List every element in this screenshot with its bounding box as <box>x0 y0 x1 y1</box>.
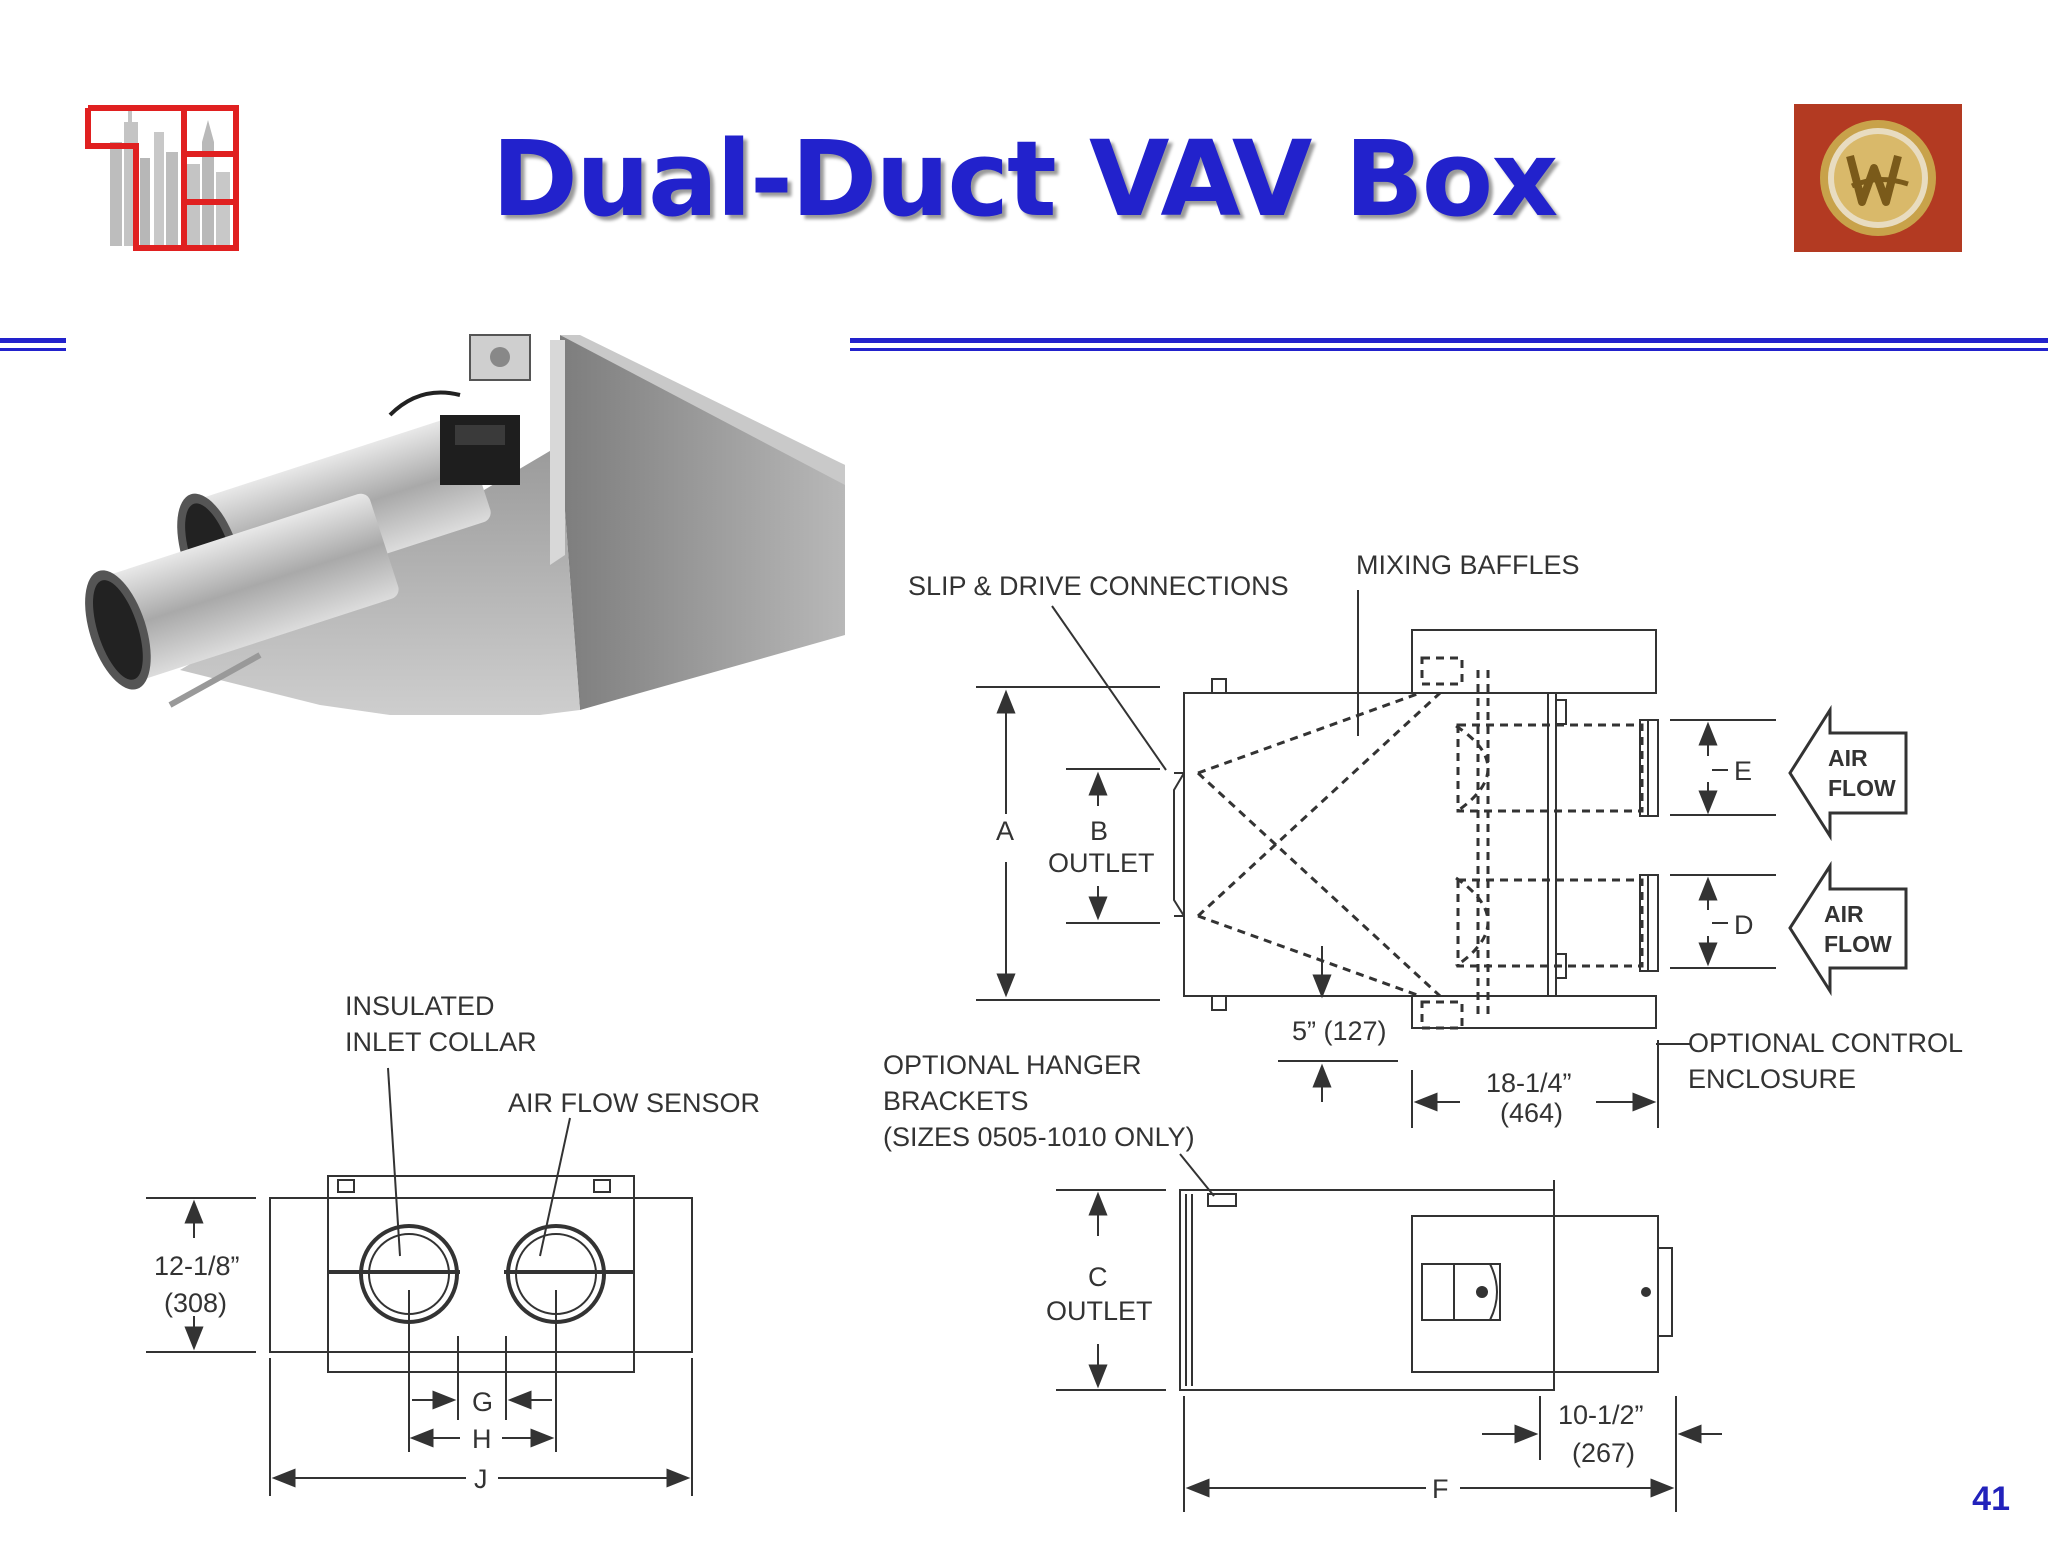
slide-title: Dual-Duct VAV Box <box>491 118 1559 240</box>
hanger-brackets-line2: BRACKETS <box>883 1086 1029 1116</box>
dim-f-label: F <box>1432 1474 1449 1504</box>
hanger-brackets-line1: OPTIONAL HANGER <box>883 1050 1142 1080</box>
insulated-collar-line2: INLET COLLAR <box>345 1027 537 1057</box>
side-view <box>1056 1153 1722 1512</box>
dim-5-label: 5” (127) <box>1292 1016 1387 1046</box>
mixing-baffles-label: MIXING BAFFLES <box>1356 550 1580 580</box>
dim-d-label: D <box>1734 910 1754 940</box>
plan-view <box>976 590 1908 1128</box>
plan-view-labels: MIXING BAFFLES SLIP & DRIVE CONNECTIONS … <box>908 550 1963 1128</box>
hanger-brackets-line3: (SIZES 0505-1010 ONLY) <box>883 1122 1195 1152</box>
page-number: 41 <box>1972 1480 2010 1518</box>
end-height-in: 12-1/8” <box>154 1251 240 1281</box>
side-view-labels: OPTIONAL HANGER BRACKETS (SIZES 0505-101… <box>883 1050 1644 1504</box>
slip-drive-label: SLIP & DRIVE CONNECTIONS <box>908 571 1289 601</box>
dim-e-label: E <box>1734 756 1752 786</box>
end-view <box>146 1067 693 1496</box>
dim-h-label: H <box>472 1424 492 1454</box>
dim-18-in-label: 18-1/4” <box>1486 1068 1572 1098</box>
dim-c-label: C <box>1088 1262 1108 1292</box>
air-flow-label-1b: FLOW <box>1828 775 1896 801</box>
air-flow-label-2a: AIR <box>1824 901 1864 927</box>
side-outlet-label: OUTLET <box>1046 1296 1153 1326</box>
dim-10-mm-label: (267) <box>1572 1438 1635 1468</box>
air-flow-label-2b: FLOW <box>1824 931 1892 957</box>
rule-right-bottom <box>850 348 2048 351</box>
control-enclosure-line1: OPTIONAL CONTROL <box>1688 1028 1963 1058</box>
air-flow-label-1a: AIR <box>1828 745 1868 771</box>
dim-j-label: J <box>474 1464 488 1494</box>
dim-b-label: B <box>1090 816 1108 846</box>
rule-left-bottom <box>0 348 66 351</box>
insulated-collar-line1: INSULATED <box>345 991 495 1021</box>
dim-a-label: A <box>996 816 1014 846</box>
vav-box-photo <box>85 334 845 715</box>
dim-g-label: G <box>472 1387 493 1417</box>
gold-medallion-logo-icon <box>1794 104 1962 252</box>
end-height-mm: (308) <box>164 1288 227 1318</box>
rule-left-top <box>0 338 66 343</box>
dim-18-mm-label: (464) <box>1500 1098 1563 1128</box>
dim-10-in-label: 10-1/2” <box>1558 1400 1644 1430</box>
air-flow-sensor-label: AIR FLOW SENSOR <box>508 1088 760 1118</box>
end-view-labels: INSULATED INLET COLLAR AIR FLOW SENSOR 1… <box>154 991 760 1494</box>
rule-right-top <box>850 338 2048 343</box>
control-enclosure-line2: ENCLOSURE <box>1688 1064 1856 1094</box>
plan-outlet-label: OUTLET <box>1048 848 1155 878</box>
city-skyline-logo-icon <box>85 105 239 251</box>
